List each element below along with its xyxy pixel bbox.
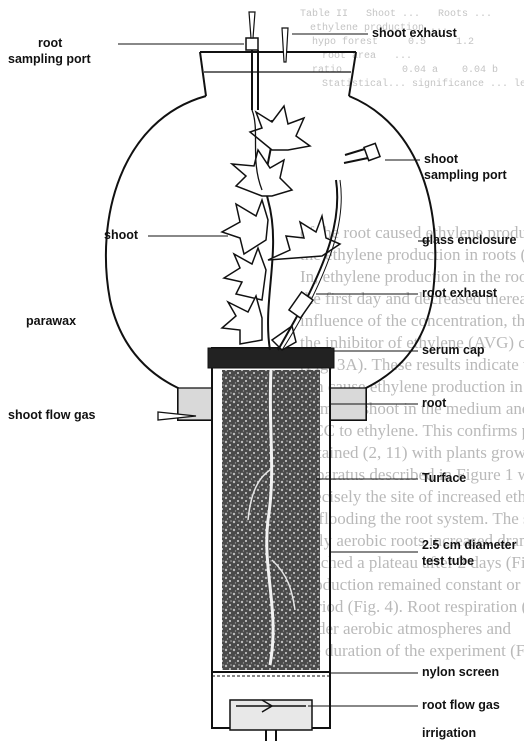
- label-root-flow-gas: root flow gas: [422, 698, 500, 713]
- label-test-tube-1: 2.5 cm diameter: [422, 538, 517, 553]
- label-shoot-exhaust: shoot exhaust: [372, 26, 457, 41]
- label-turface: Turface: [422, 471, 466, 486]
- label-root: root: [422, 396, 446, 411]
- label-serum-cap: serum cap: [422, 343, 485, 358]
- shoot-sampling-port: [344, 143, 380, 163]
- label-shoot-sampling-port-1: shoot: [424, 152, 458, 167]
- label-root-exhaust: root exhaust: [422, 286, 497, 301]
- shoot-exhaust-needle: [282, 28, 288, 62]
- label-nylon-screen: nylon screen: [422, 665, 499, 680]
- root-exhaust-tube: [278, 180, 341, 350]
- label-root-sampling-port-2: sampling port: [8, 52, 91, 67]
- label-test-tube-2: test tube: [422, 554, 474, 569]
- enclosure-neck: [200, 52, 356, 96]
- label-parawax: parawax: [26, 314, 76, 329]
- label-shoot: shoot: [104, 228, 138, 243]
- serum-cap: [208, 348, 334, 368]
- label-irrigation: irrigation: [422, 726, 476, 741]
- label-shoot-flow-gas: shoot flow gas: [8, 408, 96, 423]
- label-root-sampling-port-1: root: [38, 36, 62, 51]
- shoot-leaves: [222, 106, 340, 350]
- label-glass-enclosure: glass enclosure: [422, 233, 517, 248]
- label-shoot-sampling-port-2: sampling port: [424, 168, 507, 183]
- irrigation-tube: [266, 730, 276, 741]
